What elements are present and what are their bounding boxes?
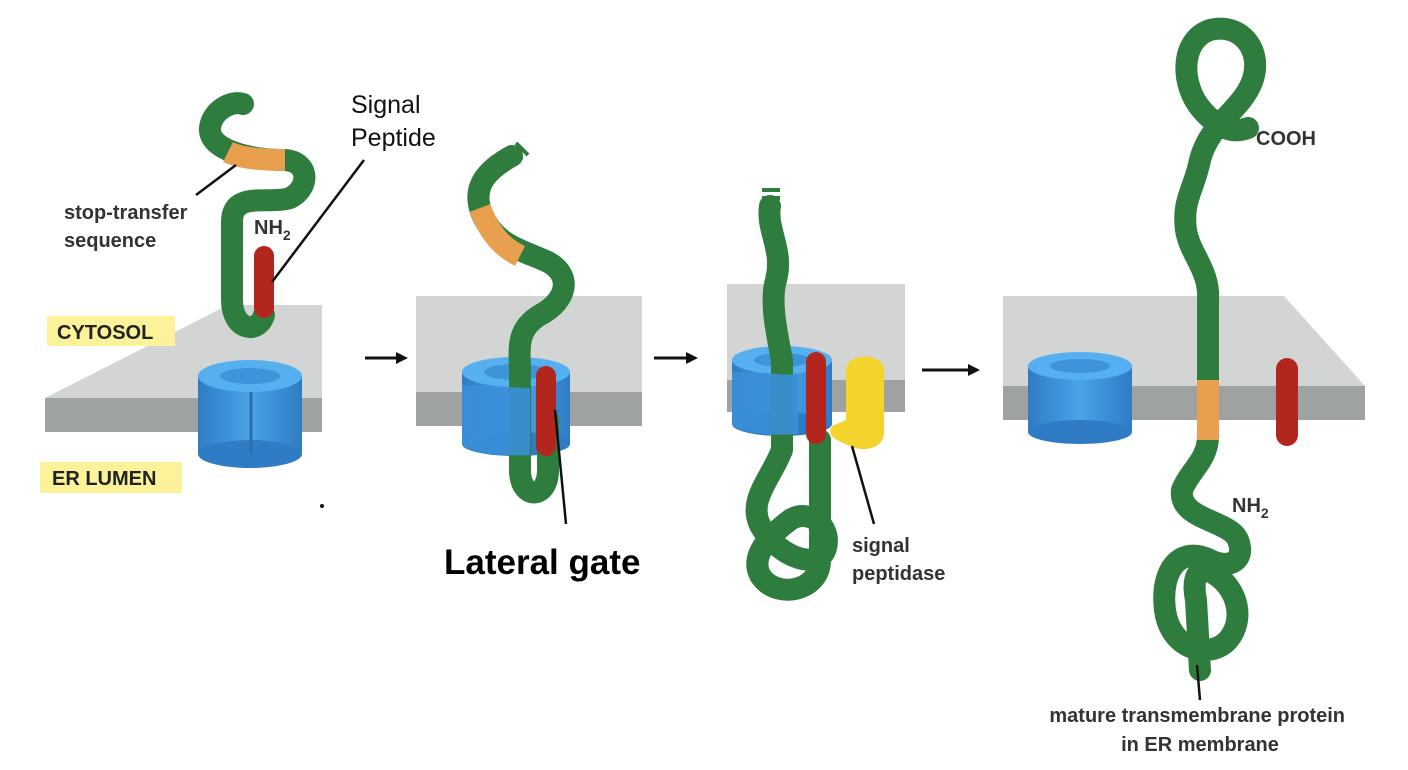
polypeptide-chain — [745, 195, 838, 601]
cooh-label: COOH — [1256, 128, 1316, 150]
signal-peptide-segment — [536, 366, 556, 456]
nh2-label-1: NH2 — [254, 217, 291, 243]
polypeptide-chain — [1153, 17, 1267, 681]
er-lumen-label: ER LUMEN — [52, 468, 156, 490]
chain-end-marks — [762, 188, 780, 200]
signal-peptidase-shape — [830, 356, 884, 450]
stop-transfer-label: stop-transfer sequence — [64, 202, 193, 252]
chain-end-marks — [508, 141, 530, 162]
stop-transfer-leader — [195, 164, 237, 196]
signal-peptidase-leader — [850, 445, 876, 525]
polypeptide-chain — [199, 92, 316, 338]
chain-end-marks — [234, 98, 246, 112]
polypeptide-chain — [467, 145, 575, 504]
mature-protein-leader — [1195, 664, 1202, 701]
translocon-front — [462, 385, 530, 456]
lateral-gate-leader — [553, 409, 568, 525]
panel-1: Signal Peptide stop-transfer sequence NH… — [40, 91, 436, 508]
panel-3: signal peptidase — [727, 188, 945, 601]
panel-4: COOH NH2 mature transmembrane protein in… — [1003, 17, 1365, 756]
dot-mark — [320, 504, 324, 508]
arrow-right-icon — [922, 364, 980, 376]
signal-peptide-label: Signal Peptide — [351, 91, 436, 152]
arrow-right-icon — [365, 352, 408, 364]
nh2-label-4: NH2 — [1232, 495, 1269, 521]
cytosol-label: CYTOSOL — [57, 322, 153, 344]
mature-protein-label: mature transmembrane protein in ER membr… — [1049, 705, 1350, 756]
cytosol-highlight — [47, 316, 175, 346]
stop-transfer-segment — [469, 203, 526, 266]
cleaved-signal-peptide — [1276, 358, 1298, 446]
er-lumen-highlight — [40, 462, 182, 493]
translocon-channel-icon — [198, 360, 302, 468]
signal-peptide-segment — [254, 246, 274, 318]
stop-transfer-segment — [223, 141, 286, 171]
panel-2: Lateral gate — [416, 141, 642, 582]
signal-peptide-leader — [271, 159, 365, 283]
signal-peptide-segment — [806, 352, 826, 444]
stop-transfer-segment — [1197, 380, 1219, 440]
signal-peptidase-label: signal peptidase — [852, 535, 945, 585]
translocon-channel-icon — [1028, 352, 1132, 444]
lateral-gate-label: Lateral gate — [444, 543, 640, 582]
translocon-front — [732, 372, 798, 435]
arrow-right-icon — [654, 352, 698, 364]
